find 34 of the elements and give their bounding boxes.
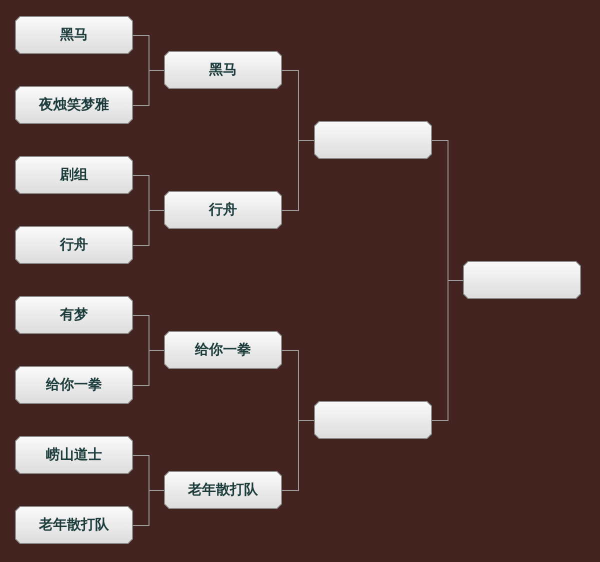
empty-box bbox=[314, 121, 432, 159]
team-box bbox=[164, 51, 282, 89]
bracket-line bbox=[132, 350, 164, 386]
team-box bbox=[164, 191, 282, 229]
bracket-line bbox=[132, 490, 164, 526]
team-box bbox=[15, 16, 133, 54]
bracket-line bbox=[132, 210, 164, 246]
team-name: 崂山道士 bbox=[46, 446, 102, 464]
empty-box bbox=[314, 401, 432, 439]
team-box bbox=[15, 156, 133, 194]
team-box bbox=[15, 366, 133, 404]
team-name: 老年散打队 bbox=[39, 516, 109, 534]
team-box bbox=[15, 296, 133, 334]
team-name: 给你一拳 bbox=[46, 376, 102, 394]
empty-box bbox=[463, 261, 581, 299]
bracket-line bbox=[132, 70, 164, 106]
team-box bbox=[15, 506, 133, 544]
bracket-line bbox=[282, 420, 314, 491]
team-name: 给你一拳 bbox=[195, 341, 251, 359]
team-name: 行舟 bbox=[60, 236, 88, 254]
team-name: 有梦 bbox=[60, 306, 88, 324]
team-box bbox=[164, 331, 282, 369]
team-name: 夜烛笑梦雅 bbox=[39, 96, 109, 114]
bracket-line bbox=[282, 140, 314, 211]
team-box bbox=[164, 471, 282, 509]
team-name: 黑马 bbox=[60, 26, 88, 44]
team-box bbox=[15, 226, 133, 264]
bracket-line bbox=[432, 280, 464, 421]
team-box bbox=[15, 436, 133, 474]
team-name: 老年散打队 bbox=[188, 481, 258, 499]
team-name: 剧组 bbox=[60, 166, 88, 184]
team-name: 黑马 bbox=[209, 61, 237, 79]
team-box bbox=[15, 86, 133, 124]
team-name: 行舟 bbox=[209, 201, 237, 219]
